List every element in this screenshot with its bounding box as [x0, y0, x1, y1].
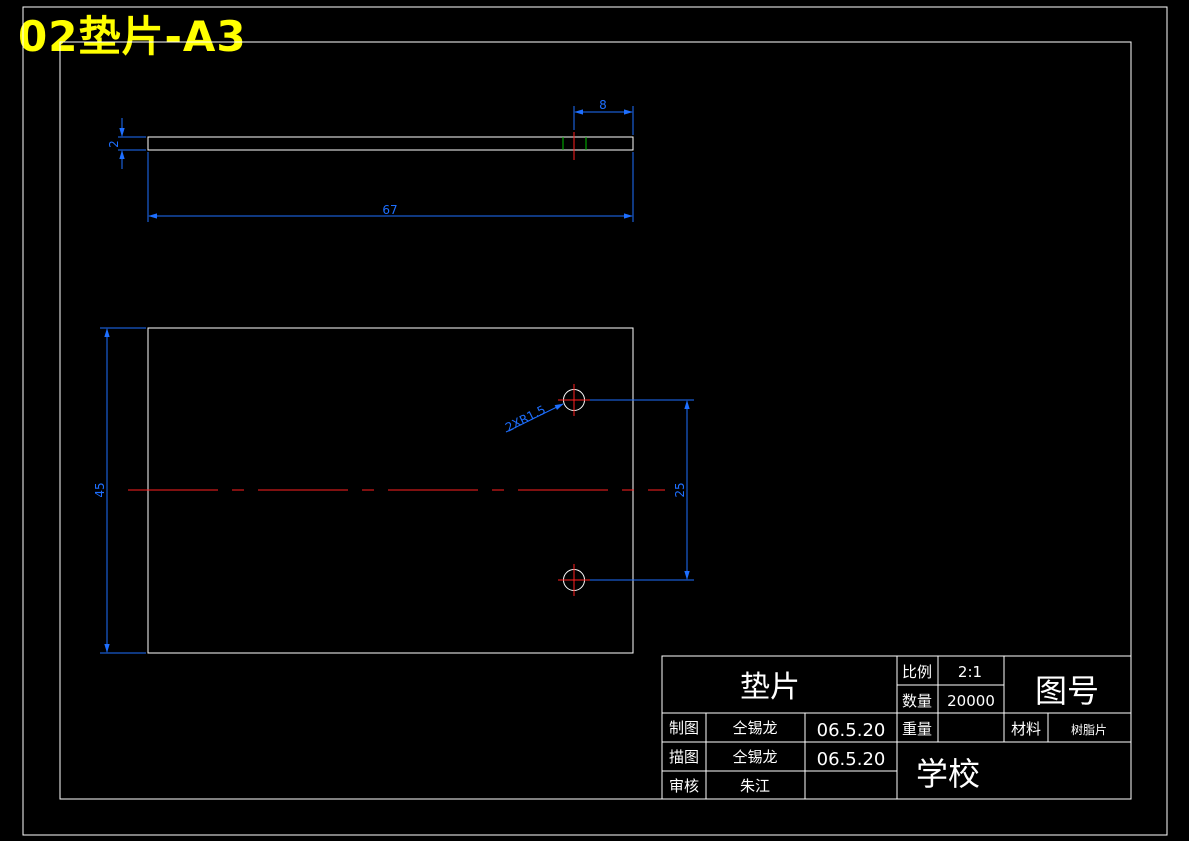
side-view: 2 8 67	[107, 98, 634, 222]
drawing-number-label: 图号	[1035, 672, 1099, 710]
dim-length-label: 67	[382, 203, 397, 217]
quantity-value: 20000	[947, 692, 995, 710]
quantity-label: 数量	[902, 692, 932, 710]
inner-border	[59, 41, 1132, 800]
school-name: 学校	[916, 755, 980, 793]
dim-width-label: 45	[93, 482, 107, 497]
title-block	[661, 655, 1132, 800]
drawn-label: 制图	[669, 719, 699, 737]
checked-label: 审核	[669, 777, 699, 795]
drawn-by: 仝锡龙	[732, 719, 777, 737]
dim-thickness-label: 2	[107, 140, 121, 148]
outer-border	[22, 6, 1168, 836]
material-label: 材料	[1011, 720, 1041, 738]
drawn-date: 06.5.20	[817, 720, 886, 741]
sheet-title: 02垫片-A3	[18, 12, 247, 61]
weight-label: 重量	[902, 720, 932, 738]
dim-hole-offset-label: 8	[599, 98, 607, 112]
material-value: 树脂片	[1071, 722, 1107, 737]
hole-callout-label: 2XR1.5	[503, 403, 548, 435]
dim-hole-spacing-label: 25	[673, 482, 687, 497]
traced-date: 06.5.20	[817, 749, 886, 770]
traced-by: 仝锡龙	[732, 748, 777, 766]
hole-callout-leader	[505, 403, 564, 433]
scale-value: 2:1	[958, 663, 982, 681]
scale-label: 比例	[902, 663, 932, 681]
part-name: 垫片	[740, 670, 800, 705]
side-view-outline	[147, 136, 634, 151]
front-view: 2XR1.5 45 25	[93, 327, 694, 654]
checked-by: 朱江	[740, 777, 770, 795]
traced-label: 描图	[669, 748, 699, 766]
